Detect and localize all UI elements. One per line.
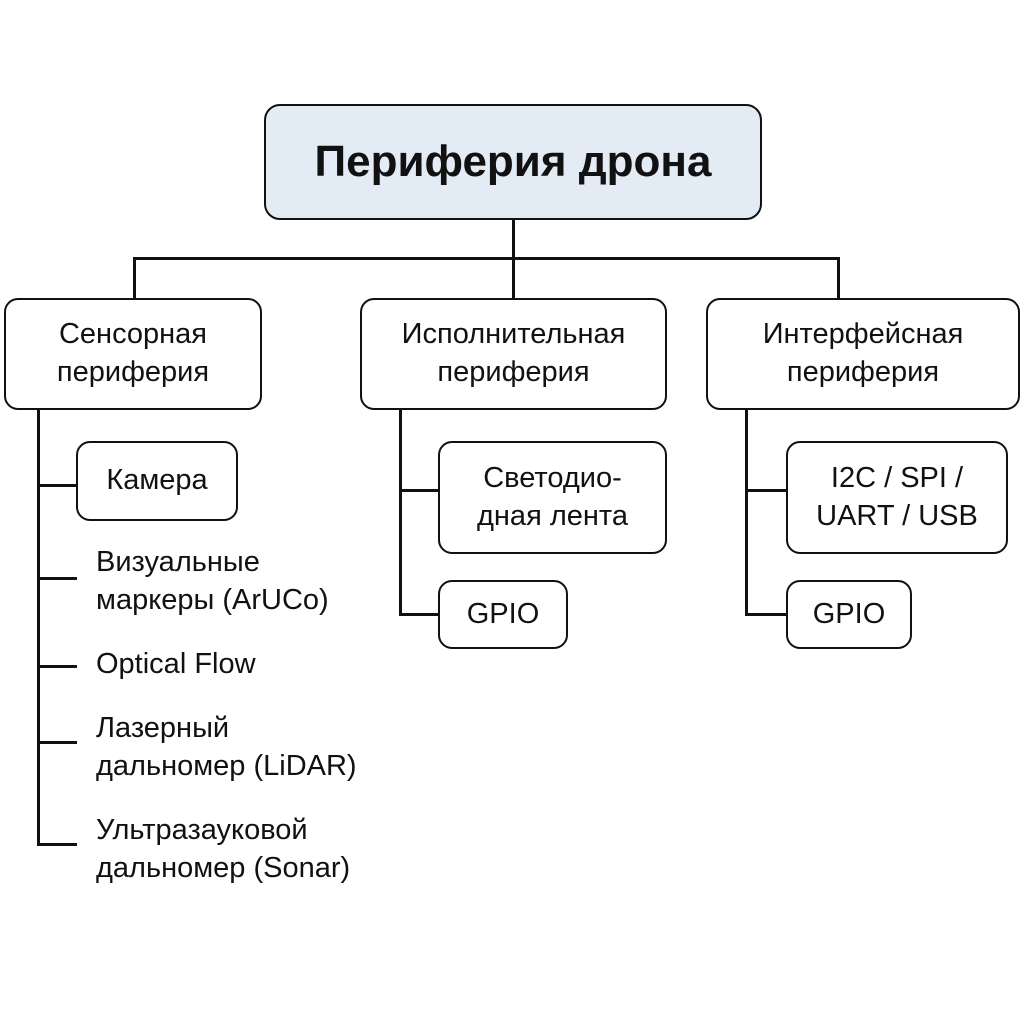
- item-label: I2C / SPI /: [830, 461, 964, 494]
- category-label: периферия: [56, 356, 210, 388]
- interface-trunk: [745, 410, 748, 615]
- category-interface: Интерфейсная периферия: [706, 298, 1020, 410]
- category-label: Исполнительная: [401, 318, 626, 351]
- item-label: Камера: [106, 464, 208, 497]
- interface-branch: [745, 489, 787, 492]
- category-2-connector: [512, 257, 515, 299]
- category-label: Интерфейсная: [762, 318, 964, 351]
- item-sonar: Ультразауковой дальномер (Sonar): [96, 812, 350, 887]
- item-label: GPIO: [466, 597, 540, 630]
- actuator-trunk: [399, 410, 402, 615]
- item-label: Optical Flow: [96, 648, 256, 680]
- category-label: периферия: [437, 356, 590, 388]
- sensor-branch: [37, 484, 77, 487]
- actuator-branch: [399, 489, 439, 492]
- item-label: Ультразауковой: [96, 814, 308, 846]
- item-gpio-actuator: GPIO: [438, 580, 568, 649]
- item-buses: I2C / SPI / UART / USB: [786, 441, 1008, 554]
- item-optical-flow: Optical Flow: [96, 646, 256, 684]
- item-label: дальномер (LiDAR): [96, 749, 357, 782]
- category-sensor: Сенсорная периферия: [4, 298, 262, 410]
- sensor-branch: [37, 577, 77, 580]
- root-node: Периферия дрона: [264, 104, 762, 220]
- item-label: GPIO: [812, 597, 886, 630]
- item-label: UART / USB: [816, 499, 978, 532]
- category-label: периферия: [786, 356, 940, 388]
- category-bus: [133, 257, 839, 260]
- interface-branch: [745, 613, 787, 616]
- sensor-branch: [37, 741, 77, 744]
- category-1-connector: [133, 257, 136, 299]
- sensor-trunk: [37, 410, 40, 845]
- item-visual-markers: Визуальные маркеры (ArUCo): [96, 544, 329, 619]
- category-label: Сенсорная: [58, 318, 208, 351]
- item-led-strip: Светодио- дная лента: [438, 441, 667, 554]
- item-label: маркеры (ArUCo): [96, 583, 329, 616]
- category-actuator: Исполнительная периферия: [360, 298, 667, 410]
- item-gpio-interface: GPIO: [786, 580, 912, 649]
- category-3-connector: [837, 257, 840, 299]
- actuator-branch: [399, 613, 439, 616]
- item-label: Светодио-: [483, 461, 622, 494]
- item-label: дальномер (Sonar): [96, 851, 351, 884]
- item-label: Лазерный: [96, 712, 230, 744]
- root-connector: [512, 220, 515, 258]
- sensor-branch: [37, 843, 77, 846]
- root-label: Периферия дрона: [314, 137, 712, 187]
- item-camera: Камера: [76, 441, 238, 521]
- item-label: дная лента: [477, 499, 628, 532]
- sensor-branch: [37, 665, 77, 668]
- item-label: Визуальные: [96, 546, 260, 578]
- item-lidar: Лазерный дальномер (LiDAR): [96, 710, 357, 785]
